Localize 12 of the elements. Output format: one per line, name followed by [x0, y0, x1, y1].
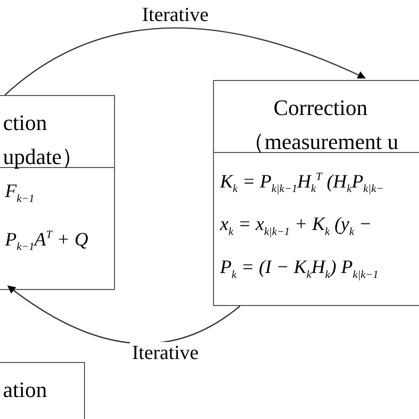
formula-box: [0, 362, 85, 419]
equation: F$_{k−1}$: [4, 180, 36, 207]
box-heading: ction update）: [0, 96, 114, 168]
box-heading: Correction （measurement u: [214, 81, 419, 153]
formula-box: [213, 80, 419, 306]
curved-arrow: [4, 28, 366, 96]
formula-box: [0, 95, 115, 290]
equation: K$_{k}$ = P$_{k|k−1}$H$_{k}$$^{T}$ (H$_{k}$P$_{k|k−}$: [218, 170, 385, 198]
equation: x$_{k}$ = x$_{k|k−1}$ + K$_{k}$ (y$_{k}$ −: [218, 213, 373, 240]
equation: P$_{k}$ = (I − K$_{k}$H$_{k}$) P$_{k|k−1}$: [219, 256, 380, 283]
equation: P$_{k−1}$A$^{T}$ + Q: [4, 228, 90, 255]
box-heading: ation: [2, 376, 48, 404]
